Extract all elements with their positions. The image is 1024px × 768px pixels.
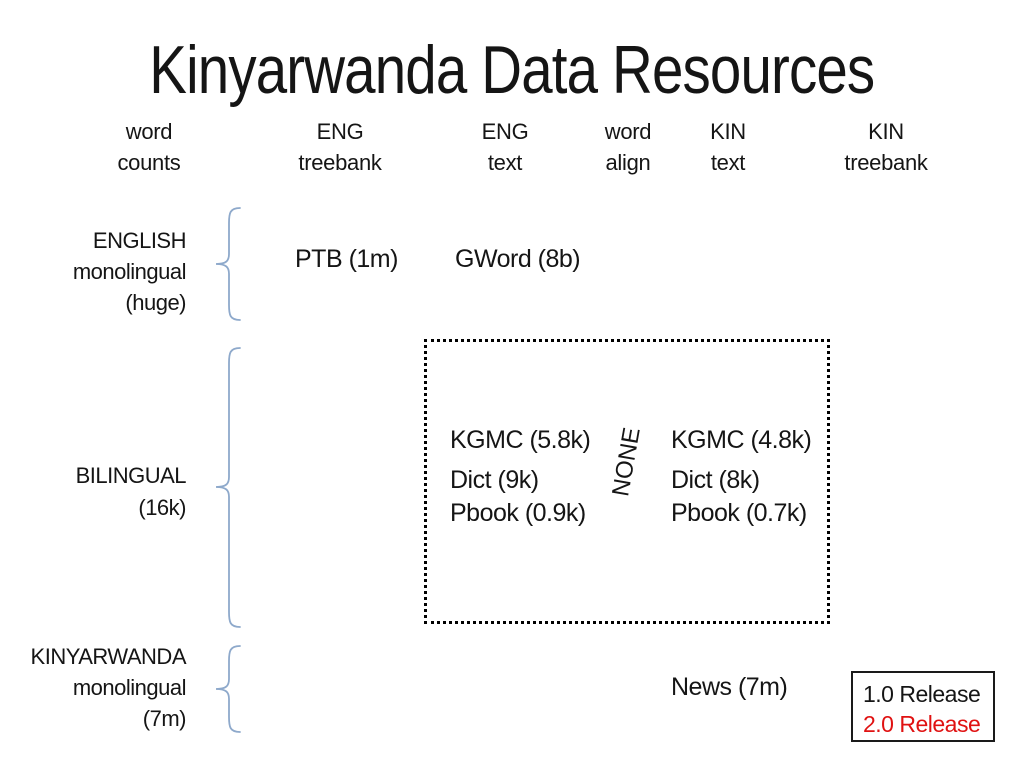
resource-kgmc-eng: KGMC (5.8k)	[450, 426, 591, 454]
row-label-line: monolingual	[72, 675, 187, 700]
column-header-line: word	[604, 119, 652, 144]
column-header-line: counts	[117, 150, 181, 175]
column-header-kin-text: KIN text	[710, 116, 746, 178]
row-label-line: KINYARWANDA	[30, 644, 187, 669]
column-header-line: text	[710, 150, 746, 175]
resource-ptb: PTB (1m)	[295, 245, 398, 273]
column-header-eng-text: ENG text	[482, 116, 529, 178]
row-label-line: ENGLISH	[92, 228, 187, 253]
row-label-line: (7m)	[142, 706, 187, 731]
column-header-line: treebank	[844, 150, 928, 175]
column-header-line: text	[487, 150, 523, 175]
resource-kgmc-kin: KGMC (4.8k)	[671, 426, 812, 454]
row-label-line: BILINGUAL	[75, 463, 187, 488]
row-label-line: (16k)	[138, 495, 186, 520]
column-header-line: KIN	[868, 119, 904, 144]
column-header-line: treebank	[298, 150, 382, 175]
resource-news: News (7m)	[671, 673, 788, 701]
column-header-line: align	[605, 150, 651, 175]
resource-gword: GWord (8b)	[455, 245, 581, 273]
resource-pbook-eng: Pbook (0.9k)	[450, 499, 586, 527]
legend-release-1: 1.0 Release	[863, 681, 981, 707]
brace-kinyarwanda-row-icon	[215, 645, 241, 733]
row-label-bilingual: BILINGUAL (16k)	[0, 460, 187, 524]
row-label-english-monolingual: ENGLISH monolingual (huge)	[0, 225, 187, 318]
resource-pbook-kin: Pbook (0.7k)	[671, 499, 807, 527]
row-label-kinyarwanda-monolingual: KINYARWANDA monolingual (7m)	[0, 641, 187, 734]
column-header-line: word	[125, 119, 173, 144]
column-header-word-counts: word counts	[117, 116, 180, 178]
slide-title: Kinyarwanda Data Resources	[0, 34, 1024, 106]
legend-release-2: 2.0 Release	[863, 711, 981, 737]
column-header-word-align: word align	[605, 116, 652, 178]
release-legend-box: 1.0 Release 2.0 Release	[851, 671, 995, 742]
column-header-line: ENG	[316, 119, 364, 144]
row-label-line: (huge)	[125, 290, 186, 315]
column-header-line: KIN	[710, 119, 746, 144]
column-header-kin-treebank: KIN treebank	[844, 116, 928, 178]
row-label-line: monolingual	[72, 259, 187, 284]
column-header-eng-treebank: ENG treebank	[298, 116, 382, 178]
brace-bilingual-row-icon	[215, 347, 241, 628]
resource-dict-eng: Dict (9k)	[450, 466, 539, 494]
column-header-line: ENG	[481, 119, 529, 144]
brace-english-row-icon	[215, 207, 241, 321]
resource-dict-kin: Dict (8k)	[671, 466, 760, 494]
slide-title-text: Kinyarwanda Data Resources	[149, 32, 875, 108]
bilingual-dotted-box	[424, 339, 830, 624]
